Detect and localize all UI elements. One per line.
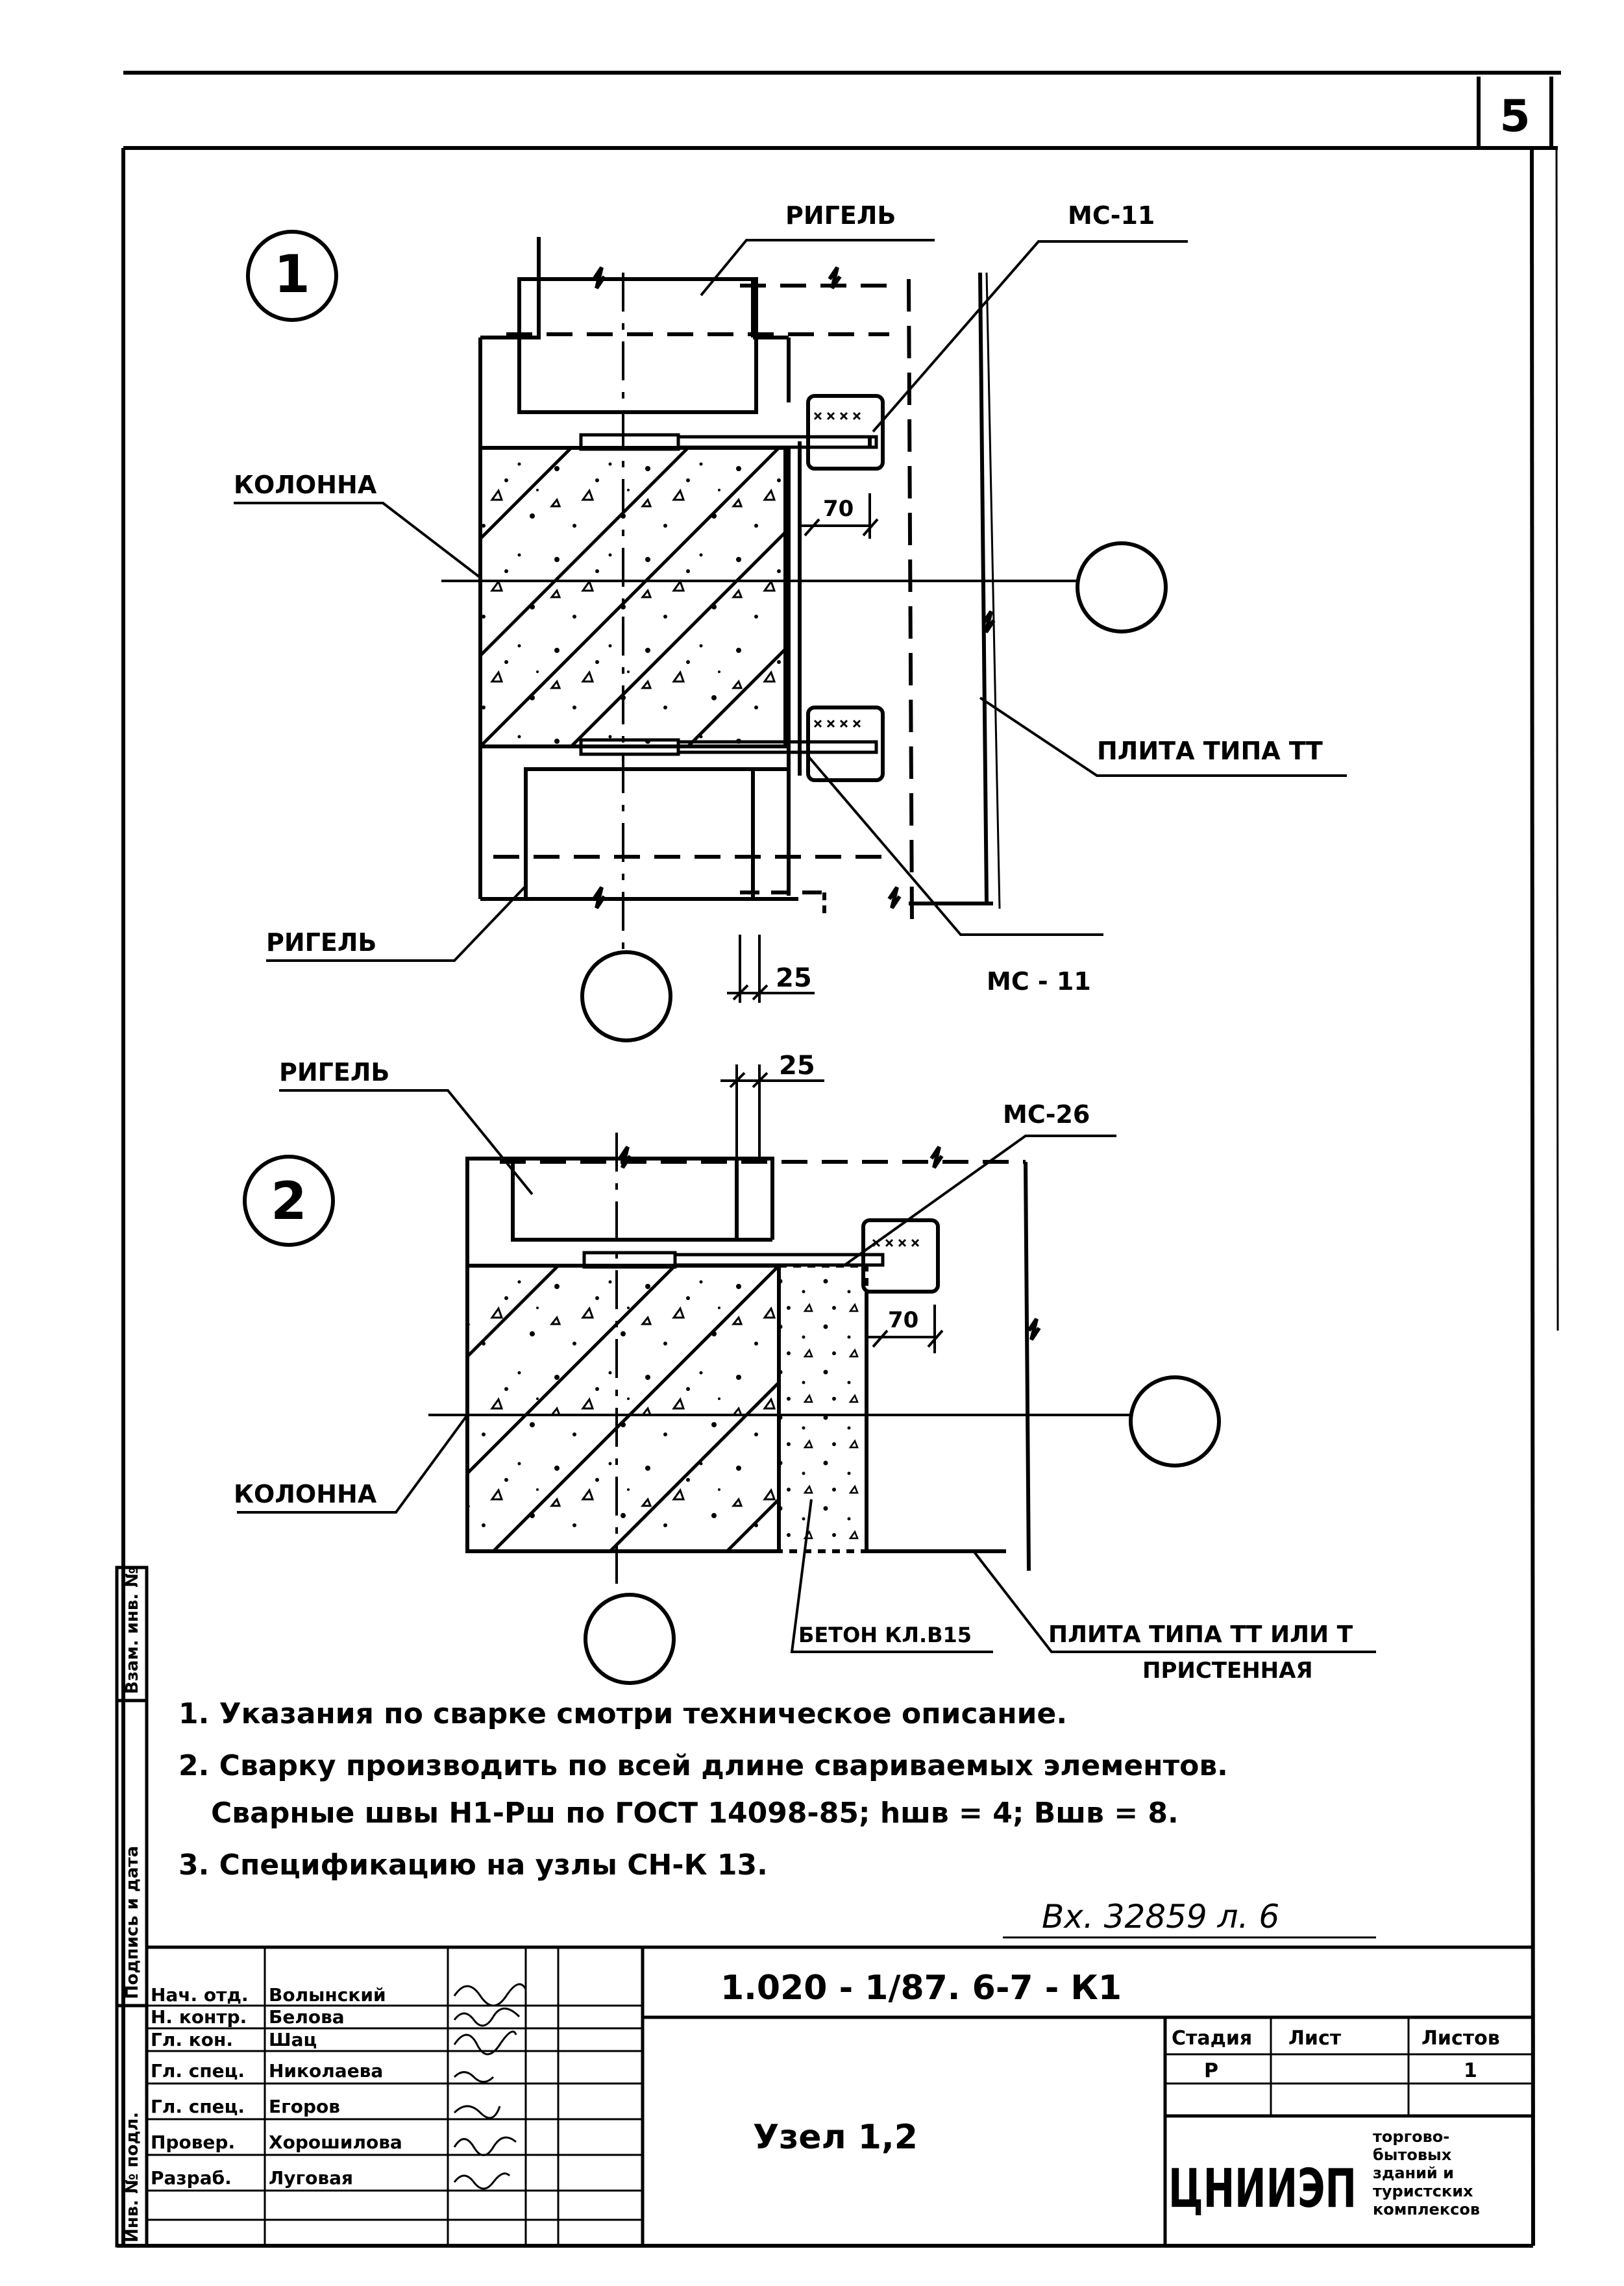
- role-label: Нач. отд.: [151, 1984, 249, 2006]
- column-section: [465, 1264, 781, 1553]
- sheets-header: Листов: [1421, 2027, 1500, 2050]
- node-2-marker: [243, 1155, 335, 1247]
- node-1-number: 1: [274, 244, 310, 304]
- rigel-outline: [511, 1157, 739, 1242]
- signatures: [453, 1983, 527, 2190]
- side-stamp-inv: Инв. № подл.: [123, 2112, 142, 2243]
- role-name: Луговая: [269, 2167, 353, 2189]
- node-1-dim-gap: 70: [823, 496, 854, 522]
- axis-marker-horizontal-1: [1076, 541, 1168, 633]
- sheet-number: 1: [1464, 2059, 1477, 2082]
- node-2-slab-label-2: ПРИСТЕННАЯ: [1142, 1658, 1313, 1684]
- document-code: 1.020 - 1/87. 6-7 - К1: [720, 1969, 1122, 2008]
- role-label: Гл. спец.: [151, 2060, 245, 2082]
- svg-text:зданий и: зданий и: [1373, 2164, 1454, 2182]
- svg-text:торгово-: торгово-: [1373, 2128, 1449, 2146]
- stage-value: Р: [1204, 2059, 1218, 2082]
- node-1-part-bottom-label: МС - 11: [987, 967, 1091, 996]
- title-block: [147, 1945, 1533, 2246]
- node-2-dim-gap: 70: [888, 1307, 918, 1333]
- node-1-slab-label: ПЛИТА ТИПА ТТ: [1097, 737, 1323, 765]
- role-name: Волынский: [269, 1984, 386, 2006]
- node-2-drawing: [237, 1064, 1376, 1685]
- axis-marker-vertical-1: [580, 950, 672, 1042]
- svg-text:комплексов: комплексов: [1373, 2200, 1480, 2218]
- role-name: Хорошилова: [269, 2132, 402, 2153]
- node-2-dim-offset: 25: [779, 1051, 815, 1081]
- node-2-number: 2: [271, 1171, 307, 1231]
- role-name: Егоров: [269, 2096, 340, 2117]
- node-2-part-label: МС-26: [1003, 1100, 1090, 1129]
- node-1-part-top-label: МС-11: [1068, 201, 1155, 230]
- node-1-drawing: [234, 230, 1347, 1042]
- svg-text:бытовых: бытовых: [1373, 2146, 1452, 2164]
- roles-table: Нач. отд. Волынский Н. контр. Белова Гл.…: [151, 1984, 402, 2189]
- svg-text:туристских: туристских: [1373, 2182, 1473, 2200]
- column-section: [478, 446, 787, 748]
- sheet-header: Лист: [1288, 2027, 1342, 2050]
- node-1-dim-offset: 25: [776, 963, 812, 993]
- axis-marker-vertical-2: [584, 1593, 676, 1685]
- node-1-marker: [246, 230, 338, 322]
- column-outline: [480, 237, 541, 339]
- role-label: Гл. кон.: [151, 2029, 233, 2050]
- side-stamp: [115, 1566, 149, 2248]
- role-label: Разраб.: [151, 2167, 232, 2189]
- role-label: Н. контр.: [151, 2006, 247, 2028]
- node-2-concrete-label: БЕТОН КЛ.В15: [798, 1623, 972, 1647]
- role-label: Гл. спец.: [151, 2096, 245, 2117]
- page-number: 5: [1499, 91, 1530, 142]
- node-1-rigel-bottom-label: РИГЕЛЬ: [266, 928, 376, 957]
- side-stamp-replace: Взам. инв. №: [123, 1567, 142, 1695]
- inventory-note: Вх. 32859 л. 6: [1042, 1898, 1279, 1936]
- role-name: Николаева: [269, 2060, 383, 2082]
- node-2-slab-label-1: ПЛИТА ТИПА ТТ ИЛИ Т: [1048, 1621, 1353, 1648]
- node-1-column-label: КОЛОННА: [234, 471, 377, 499]
- rigel-top-outline: [517, 277, 758, 414]
- organization-detail: торгово- бытовых зданий и туристских ком…: [1373, 2128, 1480, 2218]
- node-2-column-label: КОЛОННА: [234, 1480, 377, 1508]
- role-name: Белова: [269, 2006, 345, 2028]
- concrete-infill: [777, 1264, 868, 1553]
- node-1-rigel-top-label: РИГЕЛЬ: [785, 201, 896, 230]
- role-name: Шац: [269, 2029, 317, 2050]
- role-label: Провер.: [151, 2132, 235, 2153]
- organization-name: ЦНИИЭП: [1168, 2158, 1357, 2220]
- general-notes: 1. Указания по сварке смотри техническое…: [178, 1697, 1228, 1882]
- drawing-title: Узел 1,2: [753, 2118, 918, 2157]
- axis-marker-horizontal-2: [1129, 1375, 1221, 1468]
- side-stamp-signature: Подпись и дата: [123, 1846, 142, 1999]
- note-2-cont: Сварные швы Н1-Рш по ГОСТ 14098-85; hшв …: [211, 1797, 1179, 1830]
- sheet-frame: [117, 71, 1561, 2248]
- note-3: 3. Спецификацию на узлы СН-К 13.: [178, 1849, 768, 1882]
- node-2-rigel-label: РИГЕЛЬ: [279, 1058, 389, 1087]
- note-2: 2. Сварку производить по всей длине свар…: [178, 1749, 1228, 1782]
- stage-header: Стадия: [1172, 2027, 1252, 2050]
- rigel-bottom-outline: [524, 767, 755, 901]
- note-1: 1. Указания по сварке смотри техническое…: [178, 1697, 1067, 1730]
